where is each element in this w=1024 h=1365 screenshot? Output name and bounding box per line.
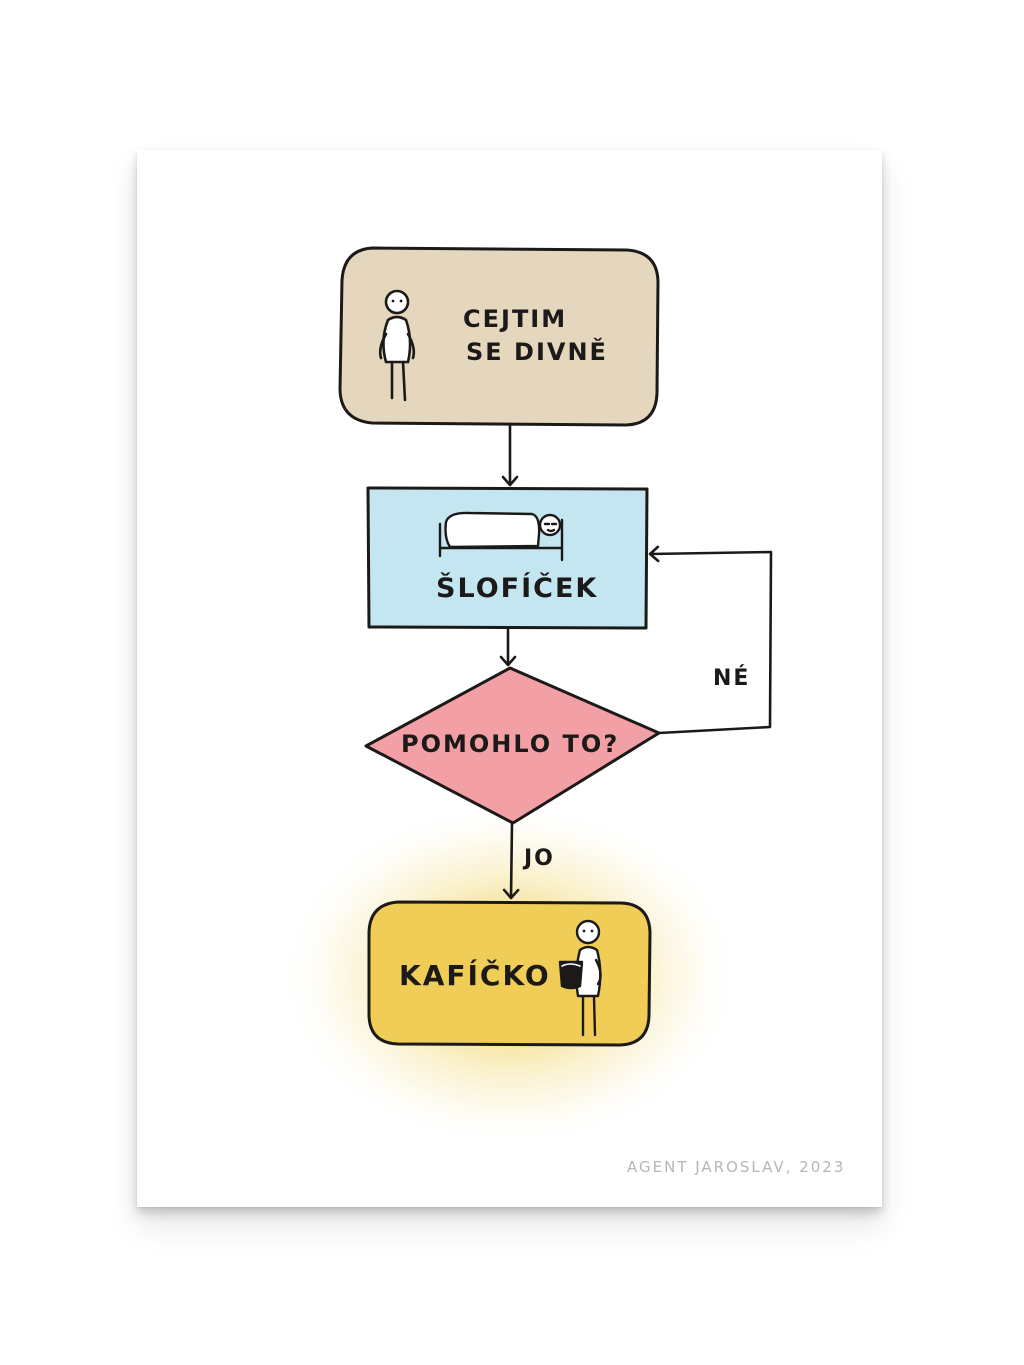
start-box — [338, 246, 660, 427]
person-with-coffee-icon — [558, 919, 602, 1037]
decision-diamond — [364, 666, 661, 825]
arrow-loop-no — [648, 545, 773, 735]
node-decision: POMOHLO TO? — [364, 666, 661, 825]
decision-label: POMOHLO TO? — [401, 730, 619, 758]
edge-label-yes: JO — [522, 846, 555, 871]
artist-signature: AGENT JAROSLAV, 2023 — [627, 1158, 845, 1176]
bed-sleeping-icon — [438, 511, 564, 562]
arrow-decision-to-end — [502, 822, 520, 900]
node-nap: ŠLOFÍČEK — [366, 486, 649, 630]
start-label-line2: SE DIVNĚ — [466, 337, 608, 366]
edge-label-no: NÉ — [713, 665, 750, 691]
standing-person-icon — [378, 289, 416, 402]
nap-box — [366, 486, 649, 630]
nap-label: ŠLOFÍČEK — [436, 572, 598, 604]
node-start: CEJTIM SE DIVNĚ — [338, 246, 660, 427]
node-end: KAFÍČKO — [367, 900, 652, 1047]
end-label: KAFÍČKO — [399, 958, 551, 992]
start-label-line1: CEJTIM — [463, 305, 567, 333]
